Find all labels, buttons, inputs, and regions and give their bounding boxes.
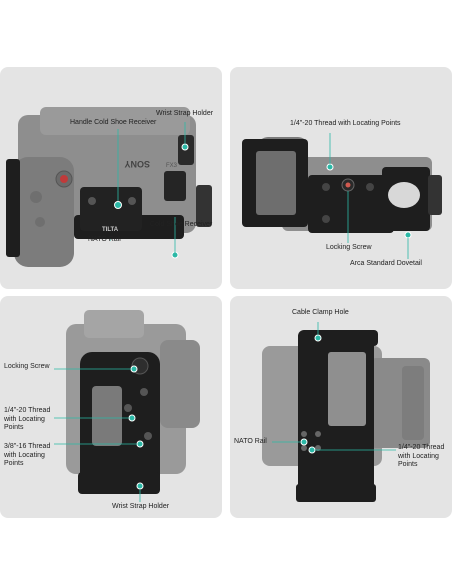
cable-clamp-bar [316, 330, 378, 346]
thread-dot [326, 163, 334, 171]
locking-screw-dot [345, 182, 351, 188]
dial-2 [35, 217, 45, 227]
arca-knob [388, 182, 420, 208]
hole-4 [315, 445, 321, 451]
label-cold-shoe-receiver: Cold Shoe Receiver [150, 221, 213, 228]
panel-top-right: 1/4"-20 Thread with Locating Points Lock… [230, 67, 452, 289]
panel-bottom-left: Locking Screw 1/4"-20 Thread with Locati… [0, 296, 222, 518]
cold-shoe-block [164, 171, 186, 201]
arca-dot [404, 231, 412, 239]
label-thread-14: 1/4"-20 Thread with Locating Points [398, 444, 445, 468]
side-rod [196, 185, 212, 227]
side-rod [428, 175, 442, 215]
fx3-mark: FX3 [166, 163, 178, 169]
hole-c [144, 432, 152, 440]
wrist-strap-dot [181, 143, 189, 151]
camera-rear-illustration [262, 322, 430, 502]
hole-2 [322, 215, 330, 223]
sony-logo: SONY [124, 159, 150, 169]
panel-top-left: SONY TILTA FX3 Wrist Strap Holder Handle… [0, 67, 222, 289]
label-locking-screw: Locking Screw [4, 363, 50, 370]
camera-top-plate [40, 107, 190, 135]
camera-lens [160, 340, 200, 428]
label-arca-dovetail: Arca Standard Dovetail [350, 260, 422, 267]
thread14-dot [128, 414, 136, 422]
side-plate [6, 159, 20, 257]
handle-shoe-block [80, 187, 142, 231]
hole-3 [301, 445, 307, 451]
hole-a [140, 388, 148, 396]
label-wrist-strap-holder: Wrist Strap Holder [112, 503, 170, 510]
screw-a [88, 197, 96, 205]
cage-cutout [256, 151, 296, 215]
camera-top [84, 310, 144, 338]
hole-1 [301, 431, 307, 437]
cage-bottom [78, 472, 160, 494]
hole-1 [322, 183, 330, 191]
cable-clamp-dot [314, 334, 322, 342]
wrist-dot [136, 482, 144, 490]
cage-window [92, 386, 122, 446]
panel-bottom-right: Cable Clamp Hole NATO Rail 1/4"-20 Threa… [230, 296, 452, 518]
hole-2 [315, 431, 321, 437]
label-cable-clamp-hole: Cable Clamp Hole [292, 309, 349, 316]
nato-dot [300, 438, 308, 446]
dial-1 [30, 191, 42, 203]
thread38-dot [136, 440, 144, 448]
label-handle-cold-shoe-receiver: Handle Cold Shoe Receiver [70, 119, 157, 126]
cage-bottom [296, 484, 376, 502]
label-locking-screw: Locking Screw [326, 244, 372, 251]
camera-bottom-illustration [242, 133, 442, 259]
camera-side-illustration: SONY TILTA FX3 [6, 107, 212, 267]
hole-3 [366, 183, 374, 191]
thread-dot [308, 446, 316, 454]
label-thread-locating-points: 1/4"-20 Thread with Locating Points [290, 120, 401, 127]
screw-b [128, 197, 136, 205]
tilta-logo: TILTA [102, 227, 119, 233]
locking-dot [130, 365, 138, 373]
handle-shoe-dot [114, 201, 122, 209]
label-wrist-strap-holder: Wrist Strap Holder [156, 110, 214, 117]
label-thread-14: 1/4"-20 Thread with Locating Points [4, 407, 51, 431]
hole-b [124, 404, 132, 412]
label-nato-rail: NATO Rail [88, 236, 121, 243]
label-thread-38: 3/8"-16 Thread with Locating Points [4, 443, 51, 467]
camera-grip-illustration [54, 310, 200, 502]
red-record-dot [60, 175, 68, 183]
label-nato-rail: NATO Rail [234, 438, 267, 445]
camera-lens-ring [402, 366, 424, 440]
cage-cutout [328, 352, 366, 426]
